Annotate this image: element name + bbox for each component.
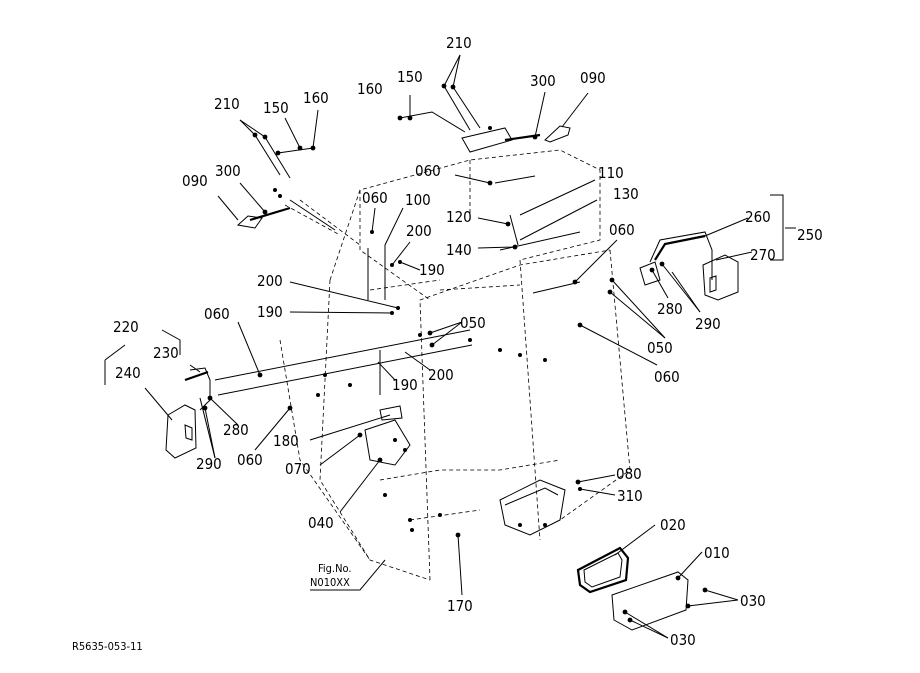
- callout-300-right: 300: [530, 72, 556, 90]
- callout-210-top: 210: [446, 34, 472, 52]
- callout-090-left: 090: [182, 172, 208, 190]
- callout-170: 170: [447, 597, 473, 615]
- callout-280-right: 280: [657, 300, 683, 318]
- callout-080: 080: [616, 465, 642, 483]
- callout-050-center: 050: [460, 314, 486, 332]
- drawing-code: R5635-053-11: [72, 640, 143, 653]
- callout-200-a: 200: [406, 222, 432, 240]
- callout-050-right: 050: [647, 339, 673, 357]
- callout-210-left: 210: [214, 95, 240, 113]
- callout-230: 230: [153, 344, 179, 362]
- callout-270: 270: [750, 246, 776, 264]
- callout-040: 040: [308, 514, 334, 532]
- callout-160-top: 160: [357, 80, 383, 98]
- callout-070: 070: [285, 460, 311, 478]
- window-panel-parts: [576, 546, 689, 631]
- callout-190-b: 190: [257, 303, 283, 321]
- callout-100: 100: [405, 191, 431, 209]
- figure-number-label: Fig.No.: [318, 562, 351, 575]
- callout-110: 110: [598, 164, 624, 182]
- callout-220: 220: [113, 318, 139, 336]
- callout-150-left: 150: [263, 99, 289, 117]
- figure-number: N010XX: [310, 576, 350, 589]
- callout-030-a: 030: [740, 592, 766, 610]
- callout-060-a: 060: [415, 162, 441, 180]
- callout-010: 010: [704, 544, 730, 562]
- callout-090-right: 090: [580, 69, 606, 87]
- callout-030-b: 030: [670, 631, 696, 649]
- callout-160-left: 160: [303, 89, 329, 107]
- callout-240: 240: [115, 364, 141, 382]
- callout-labels: 210 160 150 300 090 210 150 160 090 300 …: [72, 34, 823, 653]
- leader-lines: [104, 54, 796, 639]
- callout-130: 130: [613, 185, 639, 203]
- callout-190-a: 190: [419, 261, 445, 279]
- attachment-points: [202, 83, 708, 623]
- callout-300-left: 300: [215, 162, 241, 180]
- callout-250: 250: [797, 226, 823, 244]
- callout-150-top: 150: [397, 68, 423, 86]
- lower-assembly: [364, 405, 566, 536]
- beam-and-left-mirror: [165, 329, 473, 459]
- callout-140: 140: [446, 241, 472, 259]
- right-mirror: [639, 231, 739, 301]
- callout-180: 180: [273, 432, 299, 450]
- callout-060-c: 060: [609, 221, 635, 239]
- callout-060-f: 060: [237, 451, 263, 469]
- cab-frame-outline: [279, 149, 631, 581]
- callout-060-e: 060: [204, 305, 230, 323]
- callout-280-left: 280: [223, 421, 249, 439]
- callout-190-c: 190: [392, 376, 418, 394]
- callout-020: 020: [660, 516, 686, 534]
- callout-290-right: 290: [695, 315, 721, 333]
- top-hinge-assembly: [236, 125, 581, 251]
- callout-290-left: 290: [196, 455, 222, 473]
- callout-200-c: 200: [428, 366, 454, 384]
- callout-060-d: 060: [654, 368, 680, 386]
- callout-260: 260: [745, 208, 771, 226]
- callout-310: 310: [617, 487, 643, 505]
- callout-120: 120: [446, 208, 472, 226]
- callout-200-b: 200: [257, 272, 283, 290]
- callout-060-b: 060: [362, 189, 388, 207]
